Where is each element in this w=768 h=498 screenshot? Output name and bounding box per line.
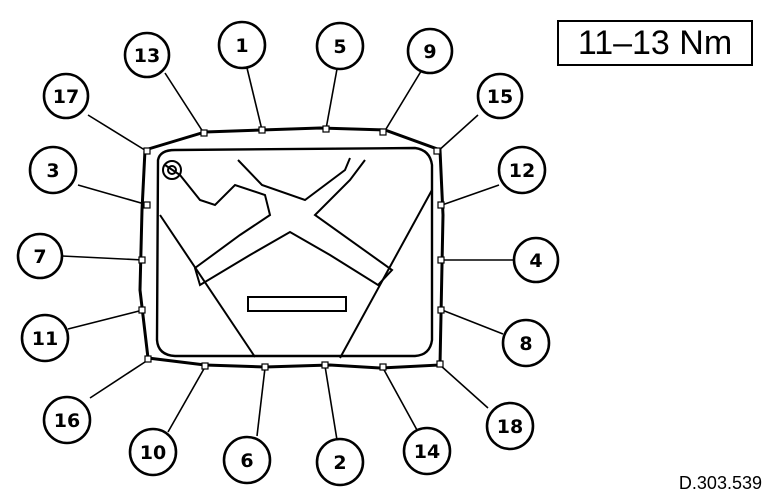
bolt-number-11: 11 — [32, 328, 58, 350]
bolt-callout-12: 12 — [497, 145, 547, 195]
bolt-callout-7: 7 — [16, 232, 64, 280]
bolt-number-10: 10 — [140, 442, 166, 464]
bolt-number-17: 17 — [53, 86, 79, 108]
bolt-callout-1: 1 — [217, 20, 267, 70]
bolt-callout-8: 8 — [501, 318, 551, 368]
bolt-callout-6: 6 — [222, 435, 272, 485]
bolt-callout-9: 9 — [406, 27, 454, 75]
bolt-number-16: 16 — [54, 410, 80, 432]
bolt-number-3: 3 — [46, 160, 59, 182]
pan-ribs — [159, 157, 433, 359]
bolt-number-1: 1 — [235, 35, 248, 57]
bolt-callout-13: 13 — [123, 31, 171, 79]
bolt-callout-18: 18 — [485, 401, 535, 451]
pan-outline — [138, 126, 445, 370]
bolt-callout-2: 2 — [315, 437, 365, 487]
bolt-callouts: 13 1 5 9 17 15 3 12 — [16, 20, 560, 487]
bolt-number-7: 7 — [33, 246, 46, 268]
bolt-number-13: 13 — [134, 45, 160, 67]
figure-reference-code: D.303.539 — [678, 473, 762, 493]
bolt-number-4: 4 — [529, 250, 542, 272]
bolt-callout-15: 15 — [476, 72, 524, 120]
bolt-callout-4: 4 — [512, 236, 560, 284]
bolt-callout-11: 11 — [20, 313, 70, 363]
bolt-number-18: 18 — [497, 416, 523, 438]
bolt-number-8: 8 — [519, 333, 532, 355]
bolt-number-15: 15 — [487, 86, 513, 108]
bolt-callout-5: 5 — [315, 21, 365, 71]
bolt-number-5: 5 — [333, 36, 346, 58]
bolt-callout-10: 10 — [128, 427, 178, 477]
bolt-number-12: 12 — [509, 160, 535, 182]
bolt-number-9: 9 — [423, 41, 436, 63]
bolt-number-2: 2 — [333, 452, 346, 474]
bolt-number-14: 14 — [414, 441, 440, 463]
bolt-callout-3: 3 — [28, 145, 78, 195]
bolt-number-6: 6 — [240, 450, 253, 472]
bolt-callout-17: 17 — [42, 72, 90, 120]
bolt-callout-16: 16 — [42, 395, 92, 445]
bolt-markers — [138, 125, 445, 371]
bolt-callout-14: 14 — [402, 426, 452, 476]
leader-lines — [61, 67, 513, 441]
torque-spec-label: 11–13 Nm — [557, 20, 753, 66]
